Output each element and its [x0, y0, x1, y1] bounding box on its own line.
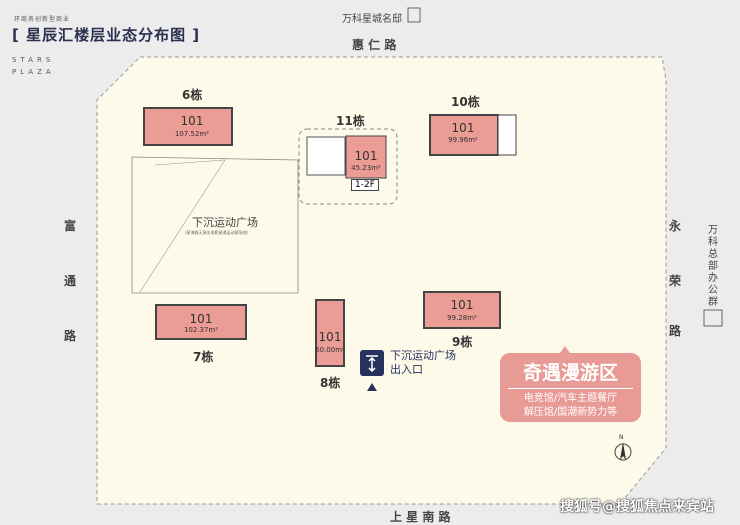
- plaza-title: 下沉运动广场: [192, 216, 258, 229]
- building-icon: [407, 7, 421, 23]
- unit-number: 101: [189, 312, 213, 326]
- subtitle: 环商务创新型商业: [14, 16, 71, 23]
- brand-logo: STARS PLAZA: [12, 54, 55, 78]
- zone-line: 电竞馆/汽车主题餐厅: [523, 393, 618, 404]
- unit-area: 107.52m²: [174, 130, 210, 138]
- road-east-3: 路: [668, 324, 681, 338]
- unit-number: 101: [451, 121, 475, 135]
- landmark-right: 万科总部办公群: [708, 225, 718, 308]
- entrance-line: 出入口: [390, 363, 423, 376]
- brand-line: STARS: [12, 56, 55, 64]
- unit-number: 101: [318, 330, 342, 344]
- building-11-frame: [298, 128, 398, 205]
- unit-number: 101: [180, 114, 204, 128]
- road-east-1: 永: [668, 219, 681, 233]
- road-south: 上 星 南 路: [390, 510, 451, 524]
- building-8-label: 8栋: [320, 376, 341, 390]
- entrance-pointer: [367, 383, 377, 391]
- watermark: 搜狐号@搜狐焦点来宾站: [560, 499, 714, 515]
- office-building-icon: [703, 309, 723, 327]
- unit-number: 101: [450, 298, 474, 312]
- compass-needle: [620, 442, 626, 460]
- road-east-2: 荣: [668, 274, 681, 288]
- page-title: [ 星辰汇楼层业态分布图 ]: [12, 26, 201, 44]
- plaza-note: (星海微天演出电影星通运动营场地): [185, 230, 249, 235]
- entrance-arrow-icon: [366, 355, 378, 373]
- unit-11-101: [345, 135, 387, 179]
- building-10-label: 10栋: [451, 95, 480, 109]
- sunken-plaza-area: [131, 156, 299, 294]
- building-11-label: 11栋: [336, 114, 365, 128]
- landmark-top: 万科星城名邸: [342, 14, 402, 25]
- brand-line: PLAZA: [12, 68, 55, 76]
- entrance-line: 下沉运动广场: [390, 349, 456, 362]
- unit-number: 101: [354, 149, 378, 163]
- unit-9-101: [423, 291, 501, 329]
- unit-10-101: [429, 114, 499, 156]
- unit-area: 102.37m²: [183, 326, 219, 334]
- building-7-label: 7栋: [193, 350, 214, 364]
- stair-core: [306, 136, 346, 176]
- unit-area: 99.28m²: [447, 314, 477, 322]
- plaza-line: [139, 159, 226, 293]
- zone-desc: 电竞馆/汽车主题餐厅解压馆/国潮新势力等: [500, 392, 641, 420]
- unit-area: 45.23m²: [351, 164, 381, 172]
- compass-label: N: [619, 434, 624, 441]
- entrance-label: 下沉运动广场出入口: [390, 349, 456, 377]
- road-west-3: 路: [63, 329, 76, 343]
- building-9-label: 9栋: [452, 335, 473, 349]
- unit-area: 99.96m²: [448, 136, 478, 144]
- unit-7-101: [155, 304, 247, 340]
- unit-area: 60.00m²: [315, 346, 345, 354]
- zone-line: 解压馆/国潮新势力等: [523, 407, 618, 418]
- road-west-2: 通: [63, 274, 76, 288]
- zone-callout: 奇遇漫游区 电竞馆/汽车主题餐厅解压馆/国潮新势力等: [500, 346, 641, 422]
- core-10: [497, 114, 517, 156]
- road-west-1: 富: [63, 219, 76, 233]
- building-6-label: 6栋: [182, 88, 203, 102]
- zone-title: 奇遇漫游区: [508, 358, 633, 389]
- unit-6-101: [143, 107, 233, 146]
- unit-8-101: [315, 299, 345, 367]
- road-north: 惠 仁 路: [352, 38, 397, 52]
- floor-badge: 1-2F: [351, 179, 379, 191]
